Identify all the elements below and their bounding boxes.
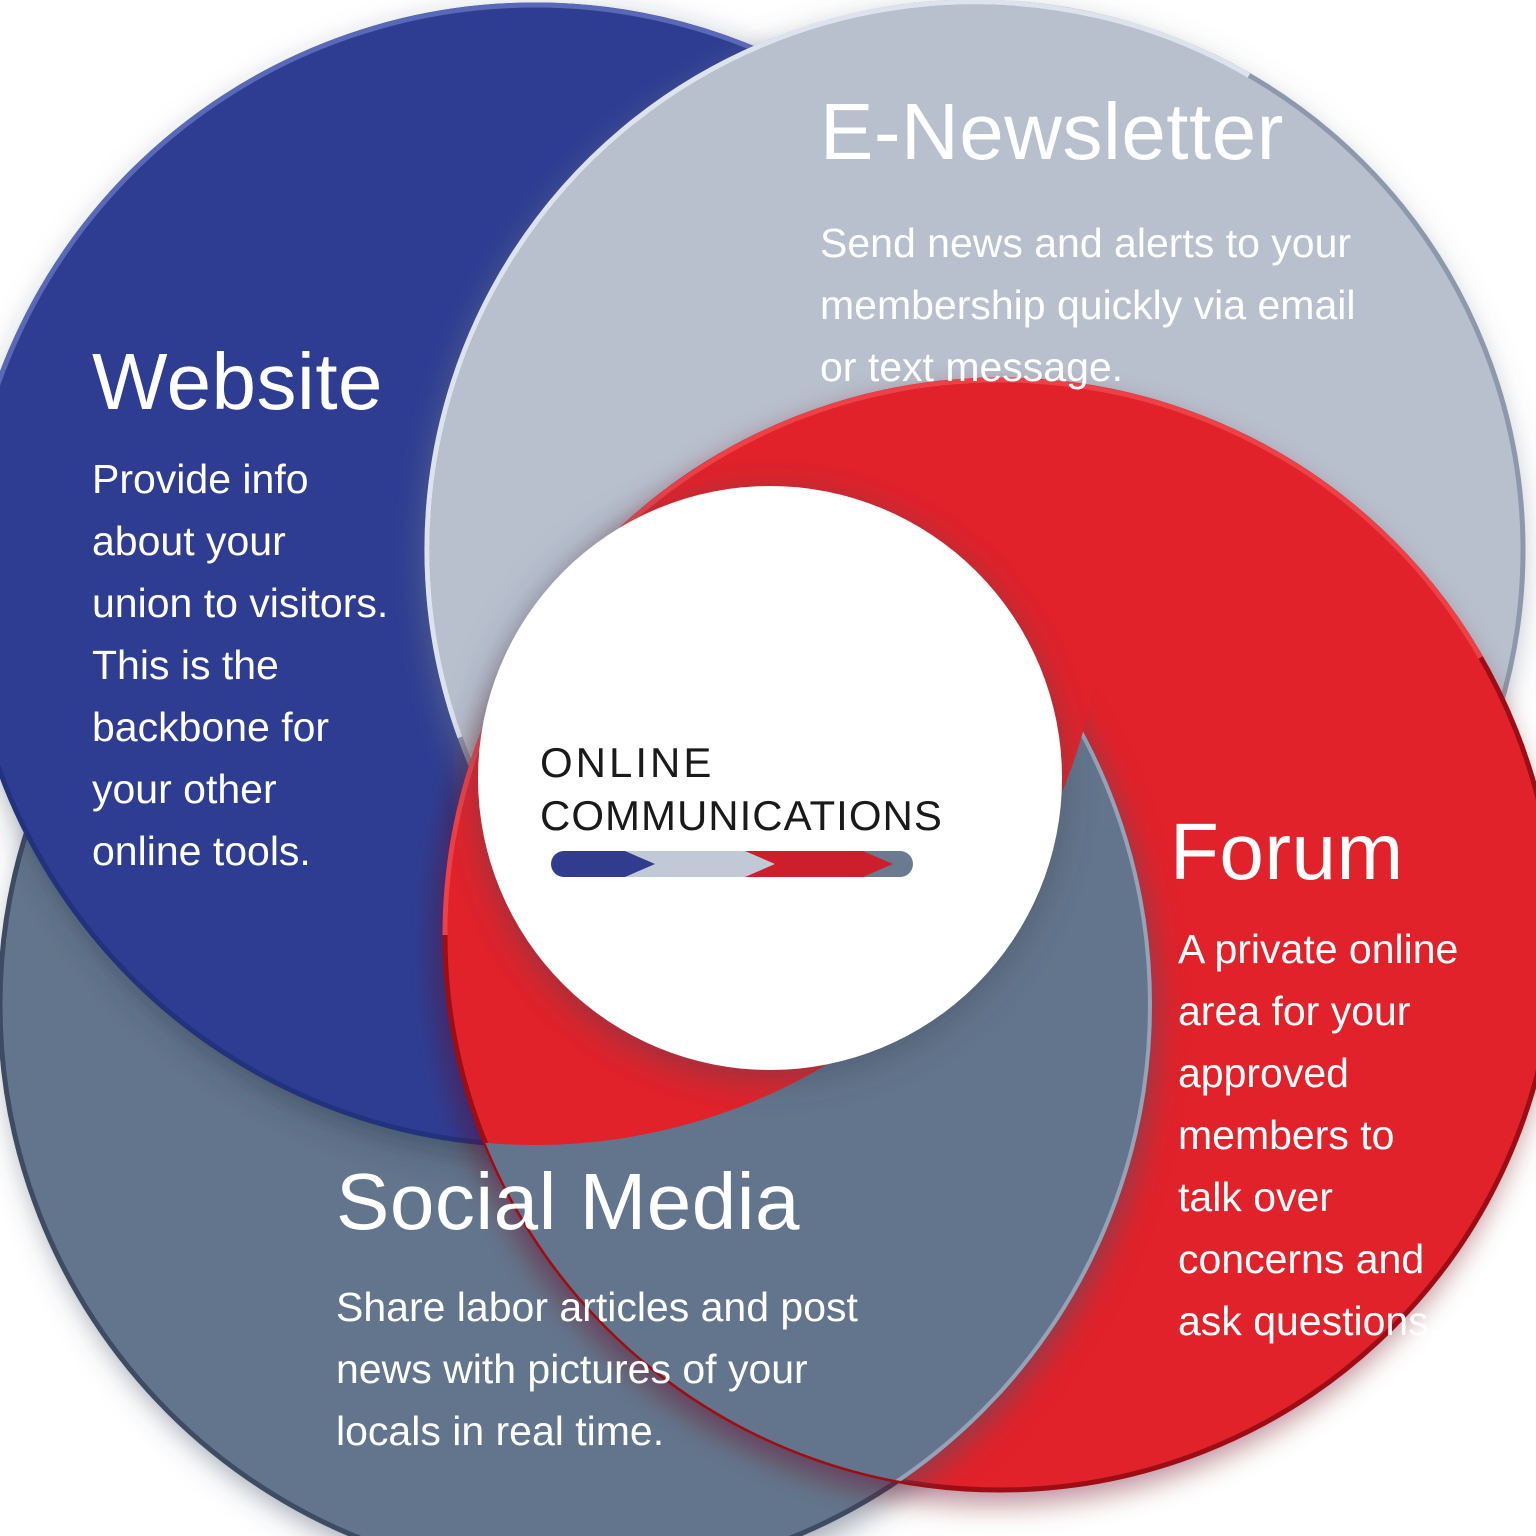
section-forum: Forum A private online area for your app… [1170, 808, 1458, 1352]
website-description-line: Provide info [92, 456, 309, 502]
forum-description-line: concerns and [1178, 1236, 1425, 1282]
section-social-media: Social Media Share labor articles and po… [336, 1158, 858, 1462]
logo-bar-segment-red [740, 851, 893, 877]
social-media-title: Social Media [336, 1157, 801, 1246]
forum-description: A private online area for your approved … [1170, 918, 1458, 1352]
enewsletter-title: E-Newsletter [820, 87, 1284, 176]
website-description-line: backbone for [92, 704, 330, 750]
center-logo: ONLINE COMMUNICATIONS [540, 736, 943, 842]
section-website: Website Provide info about your union to… [92, 338, 388, 882]
social-media-description-line: news with pictures of your [336, 1346, 808, 1392]
logo-arrow-bar [551, 851, 913, 877]
enewsletter-circle-highlight-edge [424, 0, 1251, 739]
social-media-description-line: Share labor articles and post [336, 1284, 858, 1330]
website-description-line: about your [92, 518, 286, 564]
website-description-line: This is the [92, 642, 279, 688]
forum-title: Forum [1170, 807, 1404, 896]
forum-description-line: ask questions. [1178, 1298, 1441, 1344]
forum-description-line: talk over [1178, 1174, 1333, 1220]
social-media-description: Share labor articles and post news with … [336, 1276, 858, 1462]
logo-line-1: ONLINE [540, 739, 715, 786]
logo-bar-segment-gray [620, 851, 775, 877]
center-circle [478, 486, 1062, 1070]
section-enewsletter: E-Newsletter Send news and alerts to you… [820, 88, 1355, 398]
forum-description-line: A private online [1178, 926, 1459, 972]
social-media-description-line: locals in real time. [336, 1408, 665, 1454]
forum-description-line: approved [1178, 1050, 1349, 1096]
logo-bar-segment-navy [551, 851, 655, 877]
website-description: Provide info about your union to visitor… [92, 448, 388, 882]
forum-description-line: members to [1178, 1112, 1395, 1158]
website-description-line: union to visitors. [92, 580, 389, 626]
enewsletter-description: Send news and alerts to your membership … [820, 212, 1355, 398]
logo-line-2: COMMUNICATIONS [540, 792, 943, 839]
enewsletter-description-line: or text message. [820, 344, 1124, 390]
forum-description-line: area for your [1178, 988, 1411, 1034]
enewsletter-description-line: membership quickly via email [820, 282, 1356, 328]
website-description-line: your other [92, 766, 277, 812]
enewsletter-description-line: Send news and alerts to your [820, 220, 1352, 266]
website-title: Website [92, 337, 384, 426]
website-description-line: online tools. [92, 828, 311, 874]
website-circle-highlight-edge [0, 2, 822, 387]
